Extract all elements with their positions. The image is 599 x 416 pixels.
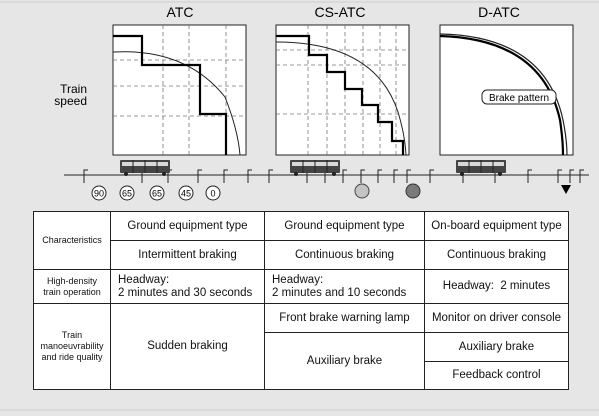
- cs-atc-aux: Auxiliary brake: [264, 332, 425, 390]
- signal-value: 65: [122, 189, 132, 199]
- y-axis-label-line2: speed: [54, 94, 87, 108]
- row-header-characteristics: Characteristics: [33, 211, 111, 270]
- atc-headway: Headway: 2 minutes and 30 seconds: [110, 269, 265, 304]
- atc-braking: Intermittent braking: [110, 240, 265, 270]
- cs-atc-lamp: Front brake warning lamp: [264, 303, 425, 333]
- signal-value: 45: [181, 189, 191, 199]
- signal-value: 65: [152, 189, 162, 199]
- atc-type: Ground equipment type: [110, 211, 265, 241]
- d-atc-aux: Auxiliary brake: [424, 332, 569, 362]
- brake-pattern-label: Brake pattern: [489, 93, 549, 104]
- cs-atc-warning-lamp-light: [354, 183, 370, 199]
- d-atc-monitor: Monitor on driver console: [424, 303, 569, 333]
- cs-atc-warning-lamp-dark: [405, 183, 421, 199]
- signal-value: 0: [210, 189, 215, 199]
- train-cs-atc: [290, 160, 340, 176]
- d-atc-stop-marker: [561, 185, 571, 194]
- panel-title-d-atc: D-ATC: [478, 4, 520, 20]
- d-atc-track-blocks: [429, 169, 584, 183]
- cs-atc-braking: Continuous braking: [264, 240, 425, 270]
- cs-atc-speed-plot: [275, 24, 410, 156]
- row-header-manoeuvrability: Train manoeuvrability and ride quality: [33, 303, 111, 390]
- y-axis-label-line1: Train: [60, 82, 87, 96]
- cs-atc-speed-steps: [276, 34, 405, 155]
- d-atc-speed-plot: Brake pattern: [439, 24, 574, 156]
- atc-speed-signals: 90 65 65 45 0: [91, 185, 221, 201]
- d-atc-feedback: Feedback control: [424, 361, 569, 390]
- atc-speed-steps: [113, 34, 228, 155]
- comparison-table: Characteristics Ground equipment type Gr…: [33, 211, 569, 390]
- cs-atc-headway: Headway: 2 minutes and 10 seconds: [264, 269, 425, 304]
- panel-title-cs-atc: CS-ATC: [314, 4, 365, 20]
- atc-brake-curve: [112, 51, 241, 156]
- cs-atc-brake-curve: [275, 41, 407, 156]
- cs-atc-type: Ground equipment type: [264, 211, 425, 241]
- panel-title-atc: ATC: [167, 4, 194, 20]
- brake-pattern-label-box: [481, 89, 557, 105]
- atc-speed-plot: [112, 24, 247, 156]
- d-atc-headway: Headway: 2 minutes: [424, 269, 569, 304]
- row-header-density: High-density train operation: [33, 269, 111, 304]
- d-atc-type: On-board equipment type: [424, 211, 569, 241]
- train-atc: [120, 160, 170, 176]
- d-atc-braking: Continuous braking: [424, 240, 569, 270]
- atc-quality: Sudden braking: [110, 303, 265, 390]
- signal-value: 90: [94, 189, 104, 199]
- train-d-atc: [456, 160, 506, 176]
